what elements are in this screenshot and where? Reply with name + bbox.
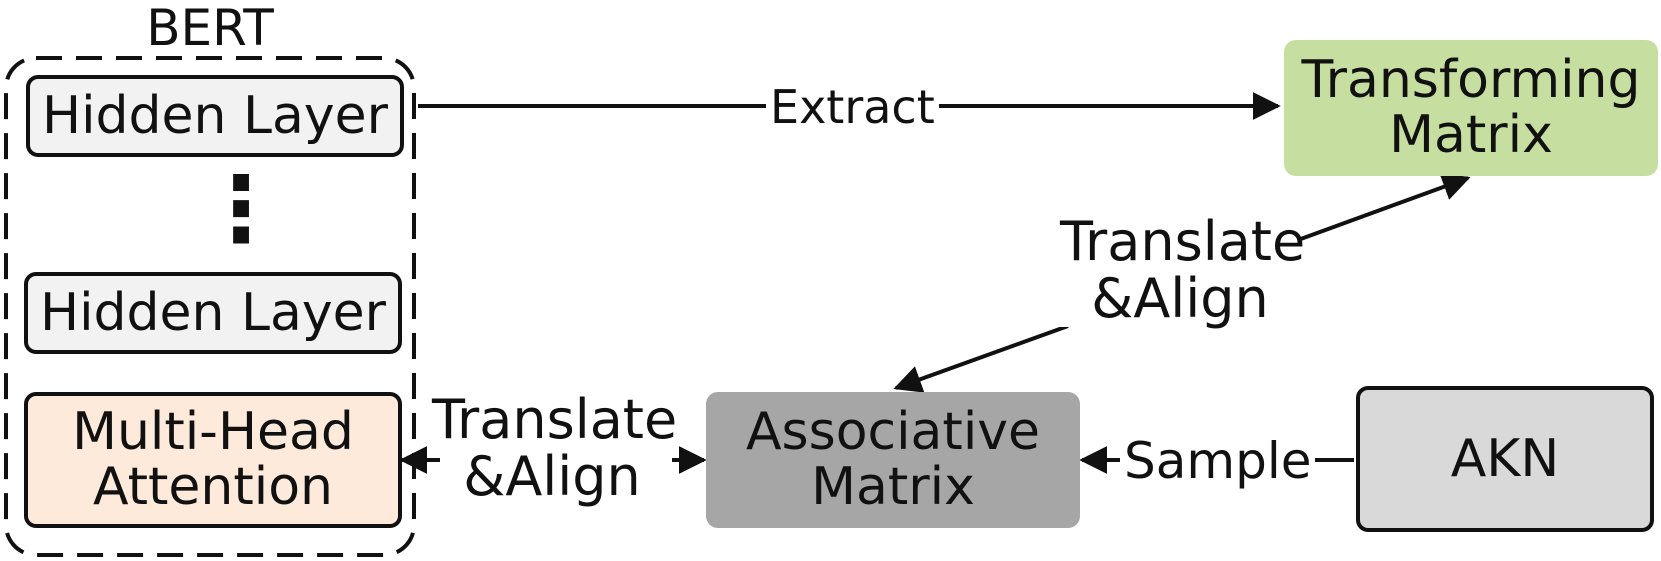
hidden-layer-top: Hidden Layer — [26, 75, 404, 157]
layer-ellipsis: ⋮ — [196, 157, 286, 262]
transforming-matrix-box: Transforming Matrix — [1284, 40, 1658, 176]
associative-line-1: Associative — [745, 402, 1041, 463]
translate-upper-line-2: &Align — [1091, 266, 1269, 330]
translate-lower-line-2: &Align — [463, 444, 641, 508]
akn-box: AKN — [1356, 386, 1654, 532]
translate-align-upper-arrow-to-associative — [893, 324, 1069, 393]
bert-title: BERT — [140, 0, 280, 56]
associative-matrix-box: Associative Matrix — [706, 392, 1080, 528]
associative-line-2: Matrix — [811, 457, 975, 517]
transforming-line-1: Transforming — [1301, 50, 1641, 111]
multi-head-attention-box: Multi-Head Attention — [24, 392, 402, 528]
translate-upper-line-1: Translate — [1060, 210, 1306, 273]
sample-label: Sample — [1120, 436, 1316, 486]
transforming-line-2: Matrix — [1389, 105, 1553, 165]
hidden-layer-top-label: Hidden Layer — [41, 85, 389, 146]
bert-dashed-boundary — [4, 56, 416, 557]
attention-line-1: Multi-Head — [72, 402, 354, 463]
attention-line-2: Attention — [93, 457, 333, 517]
akn-label: AKN — [1450, 428, 1560, 489]
translate-align-lower-label: Translate &Align — [432, 388, 678, 508]
hidden-layer-bottom: Hidden Layer — [24, 272, 402, 354]
translate-lower-line-1: Translate — [432, 388, 678, 451]
extract-label: Extract — [766, 84, 939, 130]
hidden-layer-bottom-label: Hidden Layer — [39, 282, 387, 343]
translate-align-upper-arrow-to-transforming — [1297, 173, 1471, 242]
translate-align-upper-label: Translate &Align — [1060, 210, 1306, 330]
